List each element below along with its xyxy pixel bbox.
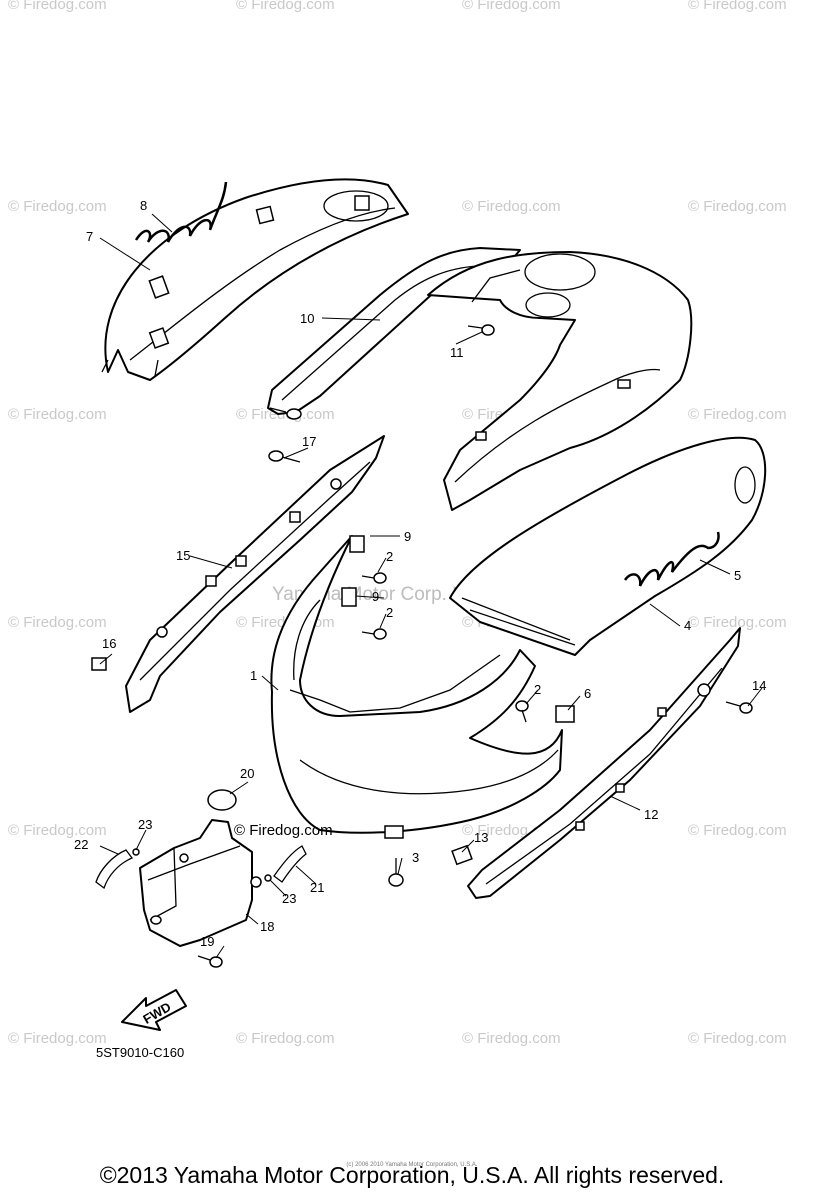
watermark: © Firedog.com bbox=[8, 1030, 107, 1047]
watermark: © Firedog.com bbox=[462, 1030, 561, 1047]
part-18-reservoir bbox=[139, 819, 262, 947]
bolt bbox=[269, 407, 302, 420]
callout-4: 4 bbox=[684, 618, 691, 633]
part-20-cap bbox=[207, 789, 237, 811]
watermark: © Firedog.com bbox=[688, 614, 787, 631]
watermark: © Firedog.com bbox=[462, 0, 561, 13]
part-2-bolt bbox=[361, 572, 387, 584]
part-9-clip bbox=[349, 535, 365, 553]
watermark: © Firedog.com bbox=[8, 0, 107, 13]
callout-2c: 2 bbox=[534, 682, 541, 697]
part-17-bolt bbox=[268, 450, 301, 463]
callout-2a: 2 bbox=[386, 549, 393, 564]
part-12-lower-rail bbox=[467, 627, 741, 899]
watermark: © Firedog.com bbox=[688, 0, 787, 13]
leader-lines bbox=[99, 213, 763, 959]
watermark: © Firedog.com bbox=[688, 822, 787, 839]
part-3-bolt bbox=[388, 858, 404, 887]
part-19-bolt bbox=[197, 955, 223, 968]
callout-15: 15 bbox=[176, 548, 190, 563]
part-22-hose bbox=[95, 849, 134, 890]
part-21-hose bbox=[273, 845, 307, 883]
part-6-clip bbox=[555, 705, 575, 723]
callout-7: 7 bbox=[86, 229, 93, 244]
watermark: © Firedog.com bbox=[236, 406, 335, 423]
watermark: © Firedog.com bbox=[8, 822, 107, 839]
fine-print: (c) 2006 2010 Yamaha Motor Corporation, … bbox=[346, 1162, 478, 1168]
part-9-clip bbox=[341, 587, 357, 607]
diagram-code: 5ST9010-C160 bbox=[96, 1045, 185, 1060]
part-13-clip bbox=[451, 844, 473, 866]
callout-3: 3 bbox=[412, 850, 419, 865]
watermark: © Firedog.com bbox=[462, 198, 561, 215]
watermark: © Firedog.com bbox=[688, 198, 787, 215]
callout-16: 16 bbox=[102, 636, 116, 651]
watermark-center: Yamaha Motor Corp. U.S.A. bbox=[272, 584, 508, 605]
watermark: © Firedog.com bbox=[688, 406, 787, 423]
callout-2b: 2 bbox=[386, 605, 393, 620]
firedog-inline-label: © Firedog.com bbox=[234, 822, 333, 839]
callout-11: 11 bbox=[450, 345, 464, 360]
fwd-arrow-icon: FWD bbox=[121, 989, 187, 1031]
callout-9b: 9 bbox=[372, 589, 379, 604]
callout-23a: 23 bbox=[138, 817, 152, 832]
callout-18: 18 bbox=[260, 919, 274, 934]
callout-20: 20 bbox=[240, 766, 254, 781]
callout-13: 13 bbox=[474, 830, 488, 845]
callout-22: 22 bbox=[74, 837, 88, 852]
callout-12: 12 bbox=[644, 807, 658, 822]
part-16-clip bbox=[91, 657, 107, 671]
callout-23b: 23 bbox=[282, 891, 296, 906]
part-23-clamp bbox=[264, 874, 272, 882]
callout-1: 1 bbox=[250, 668, 257, 683]
callout-21: 21 bbox=[310, 880, 324, 895]
part-11-bolt bbox=[467, 324, 495, 336]
callout-19: 19 bbox=[200, 934, 214, 949]
callout-6: 6 bbox=[584, 686, 591, 701]
part-2-bolt bbox=[515, 700, 529, 723]
callout-14: 14 bbox=[752, 678, 766, 693]
watermark: © Firedog.com bbox=[8, 614, 107, 631]
part-15-rail bbox=[125, 435, 385, 713]
watermark: © Firedog.com bbox=[236, 0, 335, 13]
part-1-body bbox=[270, 535, 563, 839]
watermark: © Firedog.com bbox=[8, 406, 107, 423]
part-7-upper-cover bbox=[101, 178, 409, 381]
callout-8: 8 bbox=[140, 198, 147, 213]
callout-9a: 9 bbox=[404, 529, 411, 544]
watermark: © Firedog.com bbox=[688, 1030, 787, 1047]
part-2-bolt bbox=[361, 628, 387, 640]
callout-10: 10 bbox=[300, 311, 314, 326]
part-14-bolt bbox=[725, 701, 753, 714]
copyright-footer: ©2013 Yamaha Motor Corporation, U.S.A. A… bbox=[99, 1162, 725, 1188]
watermark: © Firedog.com bbox=[236, 1030, 335, 1047]
part-4-tank-cover bbox=[427, 251, 693, 511]
callout-17: 17 bbox=[302, 434, 316, 449]
part-8-emblem bbox=[134, 181, 228, 243]
callout-numbers: 8 7 10 11 17 9 2 9 2 4 5 15 16 1 2 6 14 … bbox=[74, 198, 766, 949]
watermark: © Firedog.com bbox=[8, 198, 107, 215]
callout-5: 5 bbox=[734, 568, 741, 583]
